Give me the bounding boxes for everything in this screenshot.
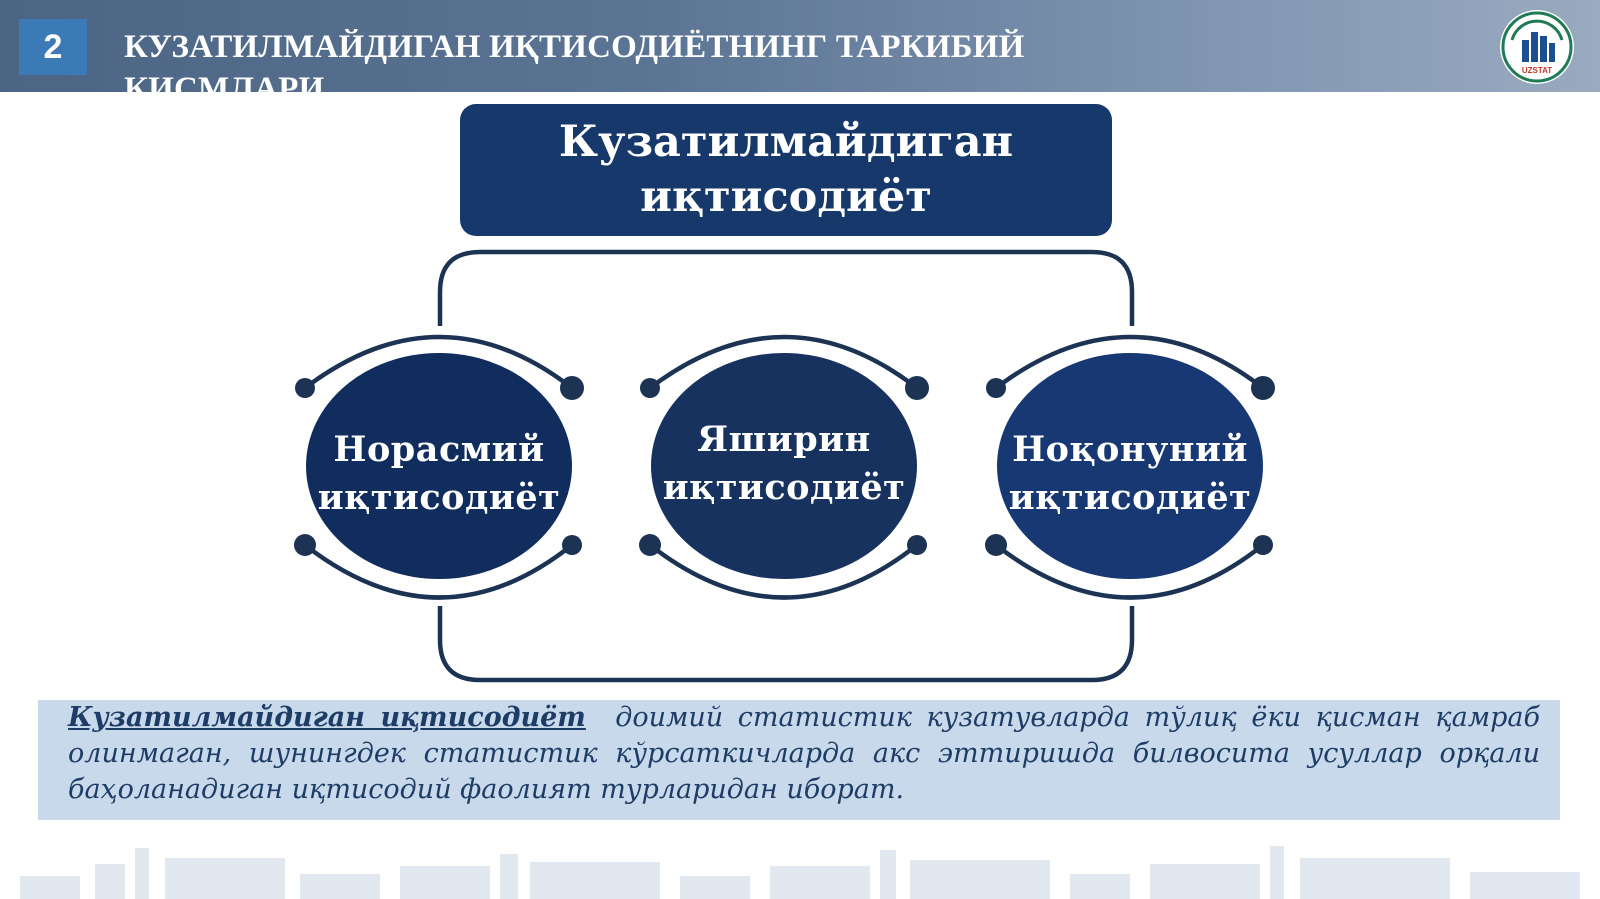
slide-number: 2 [19,19,87,75]
connector-frame-bottom [437,606,1135,683]
component-right-ring [985,334,1275,600]
component-label-illegal: Ноқонуний иқтисодиёт [1008,429,1252,518]
definition-body: доимий статистик кузатувларда тўлиқ ёки … [68,702,1540,805]
component-left-ring [294,334,584,600]
top-node-box: Кузатилмайдиган иқтисодиёт [460,104,1112,236]
component-left-ellipse [306,353,572,579]
skyline-decoration [20,846,1580,899]
header-bar: 2 КУЗАТИЛМАЙДИГАН ИҚТИСОДИЁТНИНГ ТАРКИБИ… [0,0,1600,92]
component-middle-ring [639,334,929,600]
component-right-ellipse [997,353,1263,579]
definition-term: Кузатилмайдиган иқтисодиёт [68,702,586,733]
connector-frame [437,249,1135,326]
uzstat-logo: UZSTAT [1500,10,1574,84]
top-node-label: Кузатилмайдиган иқтисодиёт [558,117,1014,222]
definition-paragraph: Кузатилмайдиган иқтисодиёт доимий статис… [68,700,1540,808]
logo-text: UZSTAT [1522,66,1552,75]
definition-box [38,700,1560,820]
component-middle-ellipse [651,353,917,579]
component-label-hidden: Яширин иқтисодиёт [662,419,906,508]
component-label-informal: Норасмий иқтисодиёт [317,429,561,518]
page-title: КУЗАТИЛМАЙДИГАН ИҚТИСОДИЁТНИНГ ТАРКИБИЙ … [124,29,1025,92]
